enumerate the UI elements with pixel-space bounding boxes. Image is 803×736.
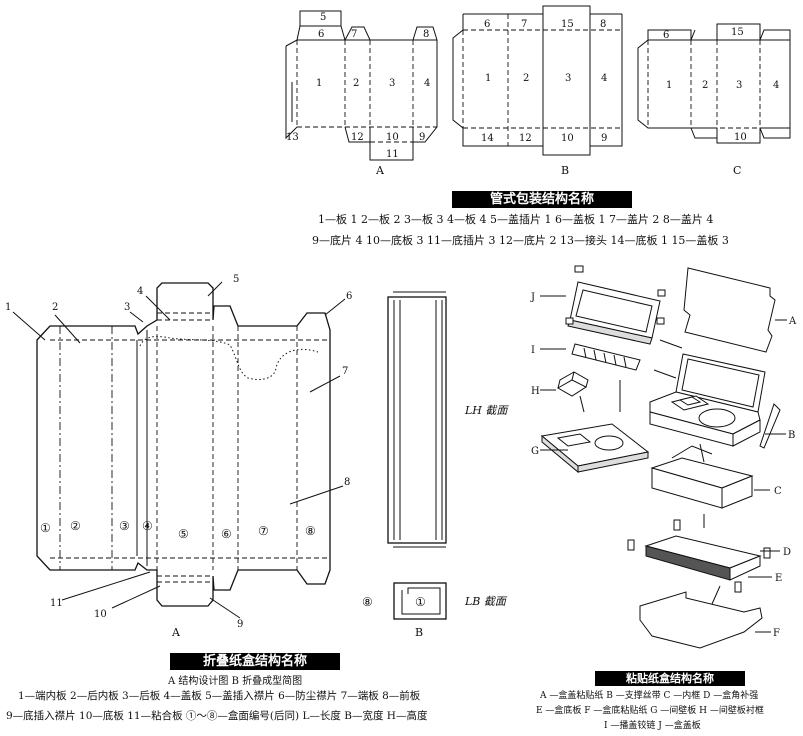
tube-b-label-6: 6 — [484, 19, 490, 30]
tube-a-label-5: 5 — [320, 12, 326, 23]
paste-legend-line-1: A —盒盖粘贴纸 B —支撑丝带 C —内框 D —盒角补强 — [540, 691, 759, 701]
paste-section-title: 粘贴纸盒结构名称 — [595, 671, 745, 686]
folding-callout-8: 8 — [344, 477, 350, 488]
tube-section-title: 管式包装结构名称 — [452, 191, 632, 208]
folding-callout-4: 4 — [137, 286, 143, 297]
folding-caption-b: B — [415, 626, 423, 639]
tube-b-label-4: 4 — [601, 73, 607, 84]
tube-c-label-10: 10 — [734, 132, 747, 143]
folding-callout-2: 2 — [52, 302, 58, 313]
folding-caption-a: A — [171, 626, 181, 639]
tube-a-label-8: 8 — [423, 29, 429, 40]
tube-b-label-8: 8 — [600, 19, 606, 30]
folding-callout-9: 9 — [237, 619, 243, 630]
folding-panel-3: ③ — [119, 519, 130, 533]
tube-a-label-7: 7 — [351, 29, 357, 40]
folding-carton-design: 1 2 3 4 5 6 7 8 9 10 11 ① ② ③ ④ ⑤ ⑥ ⑦ ⑧ … — [5, 274, 352, 639]
tube-a-label-3: 3 — [389, 78, 395, 89]
tube-a-label-9: 9 — [419, 132, 425, 143]
folding-callout-3: 3 — [124, 302, 130, 313]
tube-b-label-3: 3 — [565, 73, 571, 84]
tube-a-caption: A — [375, 164, 385, 177]
folding-sub-caption: A 结构设计图 B 折叠成型简图 — [168, 676, 303, 687]
tube-a-label-2: 2 — [353, 78, 359, 89]
tube-b-label-12: 12 — [519, 133, 532, 144]
paste-label-g: G — [531, 446, 539, 457]
tube-c-label-1: 1 — [666, 80, 672, 91]
paste-label-f: F — [773, 628, 780, 639]
tube-a-label-6: 6 — [318, 29, 324, 40]
tube-b-label-7: 7 — [521, 19, 527, 30]
folding-panel-1: ① — [40, 521, 51, 535]
paste-box-exploded: J I H G A B C D E F — [530, 265, 797, 649]
paste-label-j: J — [530, 292, 535, 303]
folding-panel-8: ⑧ — [305, 524, 316, 538]
lb-marker-8: ⑧ — [362, 595, 373, 609]
tube-legend-line-1: 1—板 1 2—板 2 3—板 3 4—板 4 5—盖插片 1 6—盖板 1 7… — [318, 213, 714, 226]
paste-label-i: I — [531, 345, 535, 356]
folding-legend-line-1: 1—端内板 2—后内板 3—后板 4—盖板 5—盖插入襟片 6—防尘襟片 7—端… — [18, 690, 421, 702]
tube-a-label-1: 1 — [316, 78, 322, 89]
folding-callout-6: 6 — [346, 291, 352, 302]
paste-label-b: B — [788, 430, 795, 441]
tube-diagram-a: 5 6 7 8 1 2 3 4 13 12 10 9 11 A — [285, 10, 438, 177]
folding-callout-11: 11 — [50, 598, 63, 609]
tube-b-caption: B — [561, 164, 569, 177]
tube-b-label-15: 15 — [561, 19, 574, 30]
lb-marker-1: ① — [415, 595, 426, 609]
tube-b-label-9: 9 — [601, 133, 607, 144]
folding-panel-4: ④ — [142, 519, 153, 533]
tube-diagram-b: 6 7 15 8 1 2 3 4 14 12 10 9 B — [452, 5, 623, 177]
tube-diagram-c: 6 15 1 2 3 4 10 C — [637, 23, 791, 177]
lb-section-label: LB 截面 — [464, 595, 508, 608]
tube-c-label-6: 6 — [663, 30, 669, 41]
tube-c-caption: C — [733, 164, 741, 177]
tube-b-label-1: 1 — [485, 73, 491, 84]
tube-c-label-4: 4 — [773, 80, 779, 91]
tube-a-label-11: 11 — [386, 149, 399, 160]
folding-panel-2: ② — [70, 519, 81, 533]
tube-legend-line-2: 9—底片 4 10—底板 3 11—底插片 3 12—底片 2 13—接头 14… — [312, 234, 729, 247]
tube-c-label-15: 15 — [731, 27, 744, 38]
folding-panel-7: ⑦ — [258, 524, 269, 538]
folding-callout-10: 10 — [94, 609, 107, 620]
paste-label-a: A — [788, 316, 797, 327]
tube-c-label-3: 3 — [736, 80, 742, 91]
lh-section-label: LH 截面 — [464, 404, 509, 417]
paste-label-e: E — [775, 573, 782, 584]
paste-legend-line-3: I —播盖铰链 J —盒盖板 — [604, 721, 701, 731]
paste-label-h: H — [531, 386, 540, 397]
tube-a-label-4: 4 — [424, 78, 430, 89]
tube-a-label-13: 13 — [286, 132, 299, 143]
folding-callout-5: 5 — [233, 274, 239, 285]
folding-callout-1: 1 — [5, 302, 11, 313]
folding-legend-line-2: 9—底插入襟片 10—底板 11—粘合板 ①～⑧—盒面编号(后同) L—长度 B… — [6, 710, 428, 722]
tube-a-label-12: 12 — [351, 132, 364, 143]
tube-b-label-14: 14 — [481, 133, 494, 144]
folding-panel-5: ⑤ — [178, 527, 189, 541]
tube-b-label-10: 10 — [561, 133, 574, 144]
folding-carton-sections: LH 截面 ⑧ ① LB 截面 B — [362, 291, 509, 639]
tube-b-label-2: 2 — [523, 73, 529, 84]
tube-c-label-2: 2 — [702, 80, 708, 91]
folding-callout-7: 7 — [342, 366, 348, 377]
paste-legend-line-2: E —盒底板 F —盒底粘贴纸 G —间壁板 H —间壁板衬框 — [536, 706, 764, 716]
folding-section-title: 折叠纸盒结构名称 — [170, 653, 340, 670]
tube-a-label-10: 10 — [386, 132, 399, 143]
paste-label-d: D — [783, 547, 791, 558]
folding-panel-6: ⑥ — [221, 527, 232, 541]
paste-label-c: C — [774, 486, 782, 497]
